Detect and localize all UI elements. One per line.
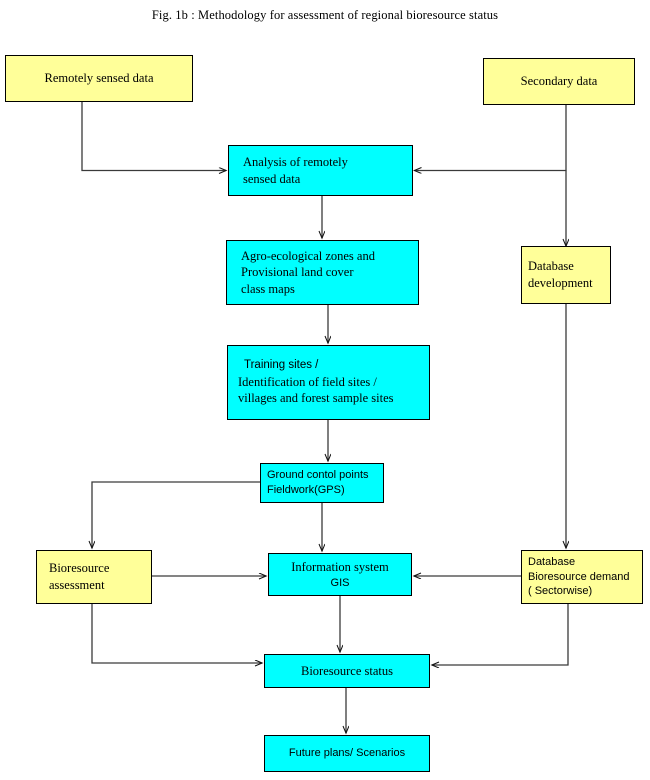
figure-title: Fig. 1b : Methodology for assessment of …	[151, 8, 499, 22]
node-label: Future plans/ Scenarios	[288, 747, 406, 760]
edge-assessment-to-status	[91, 604, 262, 663]
edge-ground-to-assessment	[92, 481, 260, 548]
node-label: Remotely sensed data	[44, 71, 154, 86]
node-ground-control-points[interactable]: Ground contol points Fieldwork(GPS)	[260, 463, 384, 503]
node-label-line-2: sensed data	[243, 171, 301, 186]
node-label-line-2: Provisional land cover	[241, 265, 354, 280]
node-training-sites[interactable]: Training sites / Identification of field…	[227, 345, 430, 420]
node-label-line-1: Analysis of remotely	[243, 154, 348, 169]
node-label-line-1: Bioresource	[49, 561, 110, 576]
node-label: Secondary data	[520, 74, 598, 89]
node-label-line-2: Bioresource demand	[528, 570, 630, 583]
node-label-line-3: villages and forest sample sites	[238, 391, 394, 406]
node-label-line-1: Database	[528, 556, 576, 569]
node-label-line-2: assessment	[49, 578, 105, 592]
node-label-line-2: GIS	[330, 576, 350, 589]
node-label-line-2: Identification of field sites /	[238, 374, 377, 389]
node-label-line-1: Agro-ecological zones and	[241, 248, 375, 263]
node-database-bioresource-demand[interactable]: Database Bioresource demand ( Sectorwise…	[521, 550, 643, 604]
node-label-line-3: ( Sectorwise)	[528, 585, 593, 598]
node-label-line-1: Ground contol points	[267, 469, 369, 482]
node-remotely-sensed-data[interactable]: Remotely sensed data	[5, 55, 193, 102]
node-label: Bioresource status	[301, 663, 393, 678]
node-label-line-2: Fieldwork(GPS)	[267, 484, 345, 496]
node-database-development[interactable]: Database development	[521, 246, 611, 304]
node-label-line-1: Training sites /	[244, 359, 319, 372]
node-information-system-gis[interactable]: Information system GIS	[268, 553, 412, 596]
edge-demand-to-status	[432, 604, 569, 665]
node-bioresource-status[interactable]: Bioresource status	[264, 654, 430, 688]
node-secondary-data[interactable]: Secondary data	[483, 58, 635, 105]
node-label-line-1: Database	[528, 259, 574, 274]
node-agro-ecological-zones[interactable]: Agro-ecological zones and Provisional la…	[226, 240, 419, 305]
node-label-line-2: development	[528, 276, 593, 290]
edge-secondary-to-analysis	[415, 105, 567, 171]
node-label-line-3: class maps	[241, 281, 295, 296]
node-bioresource-assessment[interactable]: Bioresource assessment	[36, 550, 152, 604]
node-future-plans-scenarios[interactable]: Future plans/ Scenarios	[264, 735, 430, 772]
node-label-line-1: Information system	[291, 559, 389, 574]
node-analysis-of-remotely-sensed-data[interactable]: Analysis of remotely sensed data	[228, 145, 413, 196]
edge-remote-to-analysis	[81, 101, 226, 171]
